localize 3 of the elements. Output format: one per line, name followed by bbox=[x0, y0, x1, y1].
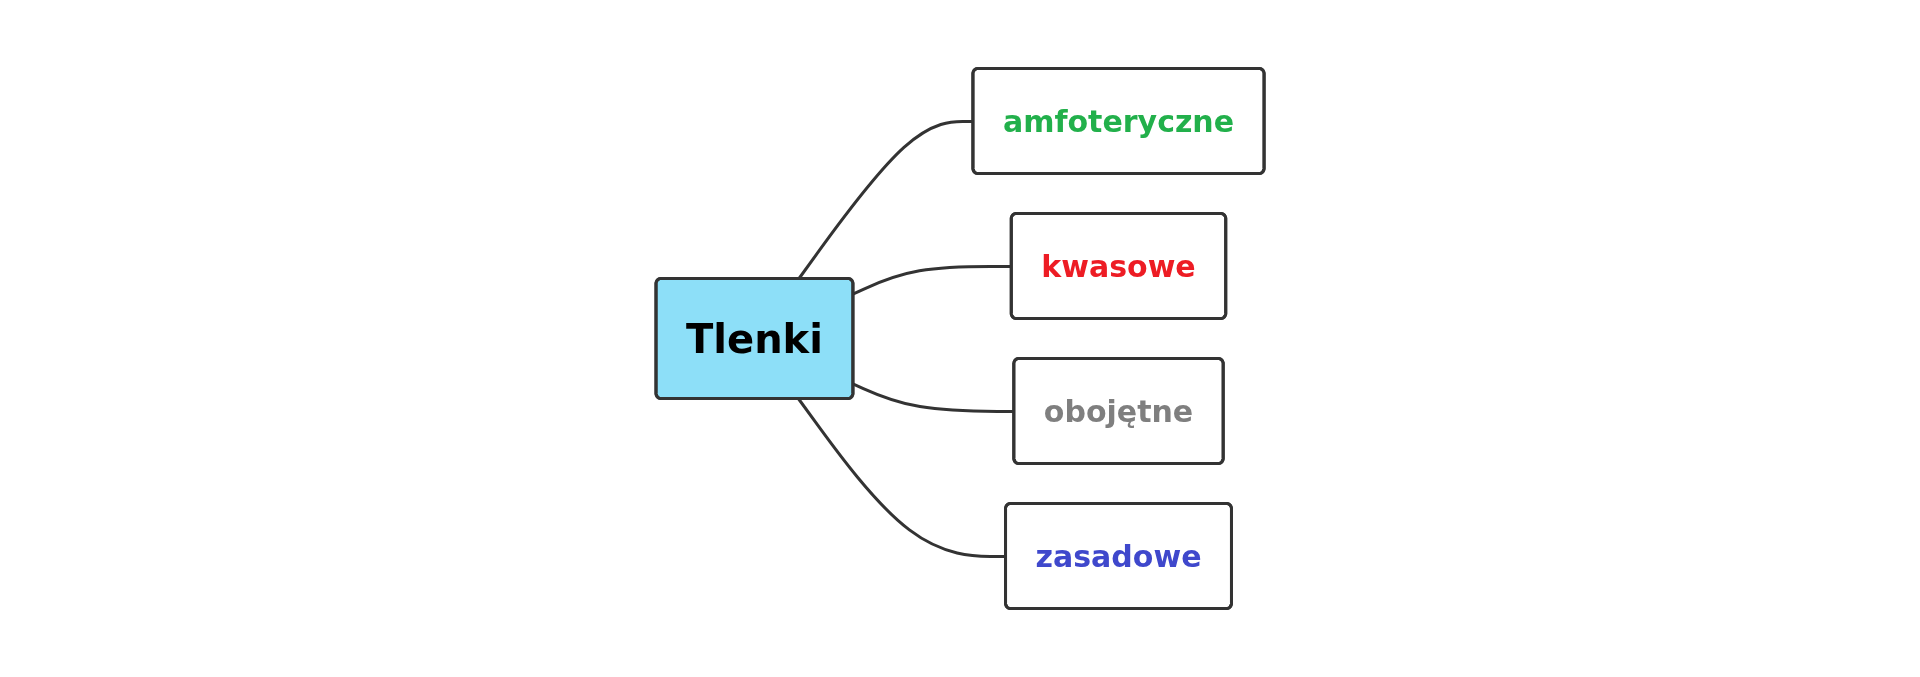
connector bbox=[852, 264, 1012, 296]
connector bbox=[797, 398, 1006, 558]
node-text: zasadowe bbox=[1035, 538, 1202, 574]
